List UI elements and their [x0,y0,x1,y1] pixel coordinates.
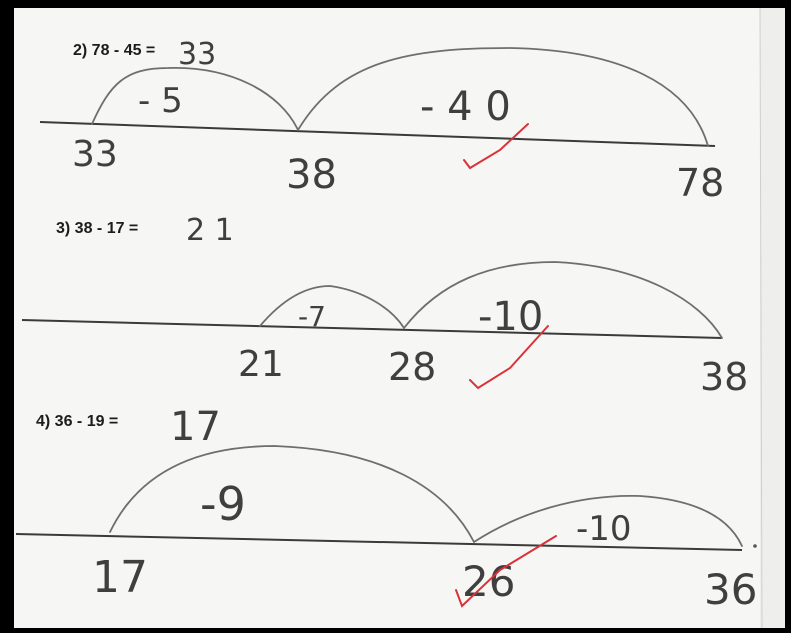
jump-arc-small-3 [259,285,405,329]
problem-3-answer: 2 1 [186,213,234,248]
problem-2-equation: 2) 78 - 45 = [73,42,155,59]
check-mark-3 [469,325,549,390]
jump-arc-big-3 [403,261,723,339]
jump-arc-big-4 [473,494,743,547]
page-edge [760,8,785,628]
number-line-4 [15,533,743,551]
problem-4-answer: 17 [170,404,221,450]
point-3-end: 38 [700,355,748,399]
jump-label-small-4: -9 [200,477,246,531]
point-3-middle: 28 [388,345,436,389]
problem-2-answer: 33 [178,37,216,72]
point-2-end: 78 [676,161,724,205]
jump-arc-small-4 [109,445,475,543]
jump-arc-big-2 [297,47,709,147]
problem-2: 2) 78 - 45 = 33 - 5 - 4 0 33 38 78 [39,37,724,205]
jump-label-big-3: -10 [478,294,543,340]
jump-label-big-4: -10 [576,509,632,549]
jump-label-small-3: -7 [298,300,326,333]
point-4-start: 17 [92,552,148,603]
check-mark-4 [455,535,557,608]
check-mark-2 [463,123,529,170]
problem-3: 3) 38 - 17 = 2 1 -7 -10 21 28 38 [21,213,748,399]
problem-4: 4) 36 - 19 = 17 -9 -10 17 26 36 [15,404,757,614]
jump-arc-small-2 [91,67,299,131]
point-4-end: 36 [704,565,757,614]
point-3-start: 21 [238,344,284,385]
jump-label-small-2: - 5 [138,81,183,121]
problem-3-equation: 3) 38 - 17 = [56,220,138,237]
number-line-2 [39,121,716,147]
point-2-middle: 38 [286,152,337,198]
jump-label-big-2: - 4 0 [420,84,511,130]
problem-4-equation: 4) 36 - 19 = [36,413,118,430]
pencil-dot [753,544,757,548]
point-2-start: 33 [72,134,118,175]
number-line-3 [21,319,723,339]
paper [14,8,785,628]
